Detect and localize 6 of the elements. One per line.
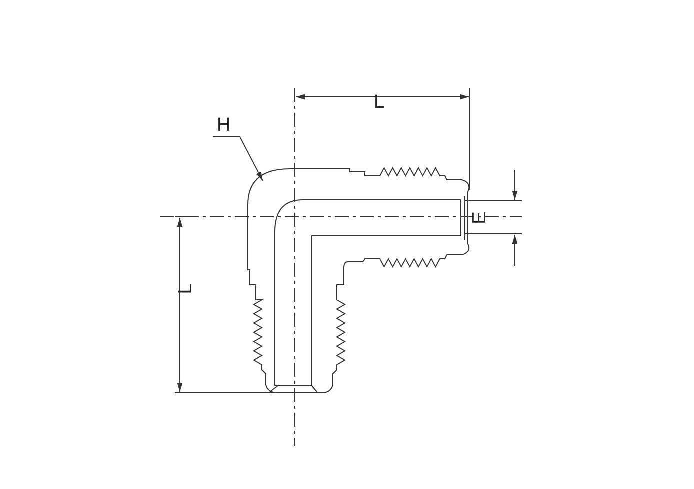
dimension-label: L (176, 284, 196, 294)
dimension-label: E (470, 212, 490, 224)
leader-line (212, 136, 264, 182)
dimension-label: L (374, 93, 385, 113)
elbow-fitting-drawing (248, 168, 470, 394)
callout-letter: H (217, 116, 231, 136)
